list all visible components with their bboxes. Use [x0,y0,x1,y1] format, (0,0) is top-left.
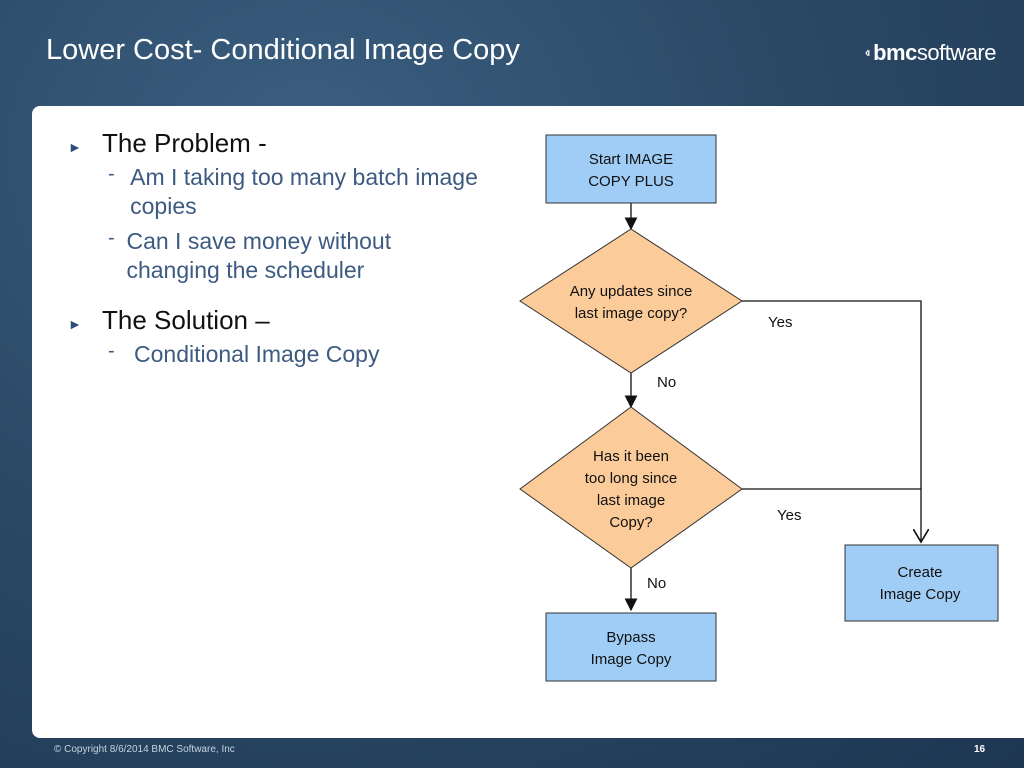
svg-text:Copy?: Copy? [609,514,652,531]
svg-text:Create: Create [897,564,942,581]
decision-updates-diamond: Any updates since last image copy? [519,228,743,374]
start-box: Start IMAGE COPY PLUS [545,134,717,204]
sub-bullet: - Am I taking too many batch image copie… [108,163,478,219]
bmc-logo-icon [865,49,870,57]
copyright-footer: © Copyright 8/6/2014 BMC Software, Inc [54,744,235,755]
bullet-problem: ► The Problem - [68,128,267,158]
label-no-2: No [647,575,666,592]
svg-text:Image Copy: Image Copy [880,586,961,603]
label-yes-1: Yes [768,314,792,331]
page-number: 16 [974,744,986,755]
triangle-bullet-icon: ► [68,139,82,155]
label-no-1: No [657,374,676,391]
slide-title: Lower Cost- Conditional Image Copy [46,34,520,66]
create-image-copy-box: Create Image Copy [844,544,999,622]
connector-decision1-yes [741,300,922,489]
svg-text:Any updates since: Any updates since [570,283,693,300]
svg-text:Image Copy: Image Copy [591,651,672,668]
svg-text:Has it been: Has it been [593,448,669,465]
svg-text:too long since: too long since [585,470,678,487]
triangle-bullet-icon: ► [68,316,82,332]
bullet-list: ► The Problem - - Am I taking too many b… [68,128,488,375]
sub-bullet: - Conditional Image Copy [108,340,380,367]
connector-decision2-yes [741,488,921,542]
sub-bullet: - Can I save money without changing the … [108,227,392,283]
bullet-solution: ► The Solution – [68,305,270,335]
bmc-logo: bmcsoftware [864,38,997,68]
content-panel [32,106,1024,738]
svg-text:COPY PLUS: COPY PLUS [588,173,674,190]
logo-text: bmcsoftware [873,40,996,65]
svg-text:Bypass: Bypass [606,629,655,646]
svg-text:last image: last image [597,492,665,509]
bypass-image-copy-box: Bypass Image Copy [545,612,717,682]
svg-text:Start IMAGE: Start IMAGE [589,151,673,168]
svg-text:last image copy?: last image copy? [575,305,688,322]
label-yes-2: Yes [777,507,801,524]
decision-too-long-diamond: Has it been too long since last image Co… [519,406,743,569]
